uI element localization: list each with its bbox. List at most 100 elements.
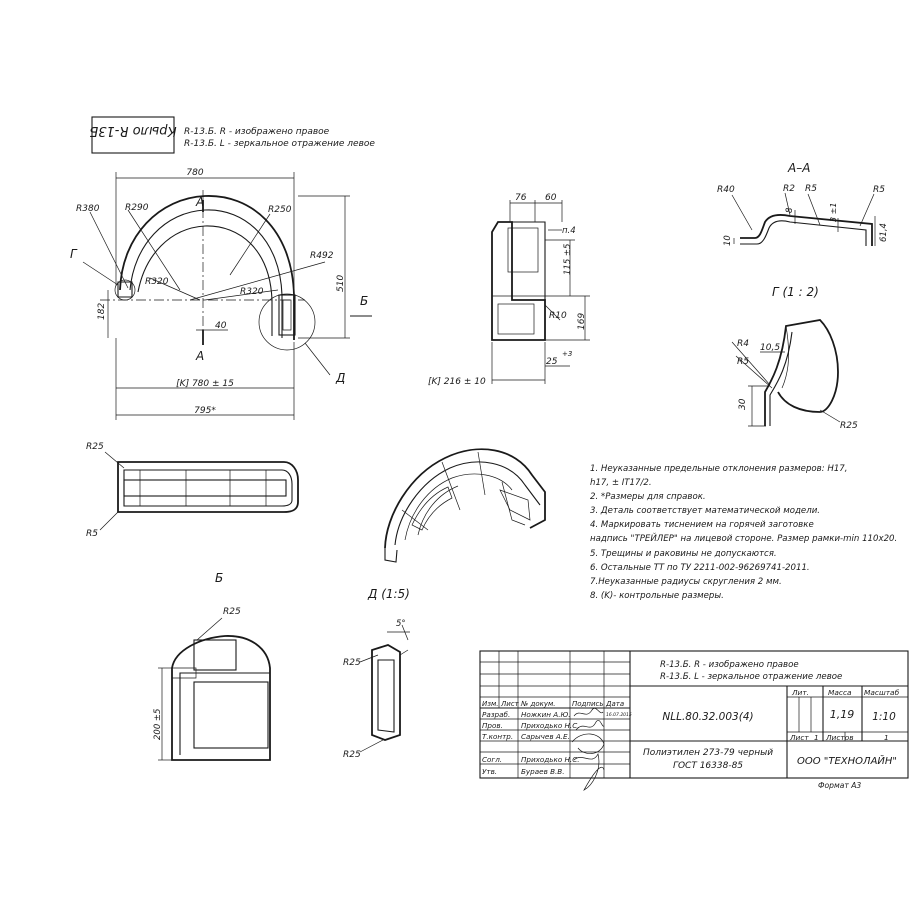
dim-182: 182 (97, 303, 107, 320)
tb-format: Формат А3 (818, 781, 861, 790)
tb-mass: 1,19 (830, 708, 855, 721)
label-b: Б (360, 294, 368, 308)
tb-sheet-num: 1 (814, 733, 819, 742)
dim-76: 76 (515, 193, 527, 203)
dim-60: 60 (545, 193, 557, 203)
view-b: Б R25 200 ±5 (153, 571, 271, 761)
dim-r290: R290 (125, 203, 149, 213)
dim-b-r25: R25 (223, 607, 241, 617)
tb-mass-label: Масса (828, 688, 852, 697)
tb-sheets-label: Листов (825, 733, 854, 742)
title-block: R-13.Б. R - изображено правое R-13.Б. L … (479, 650, 909, 791)
top-view: R25 R5 (86, 442, 299, 539)
tb-scale-label: Масштаб (864, 688, 900, 697)
dim-25-tol: +3 (562, 350, 572, 358)
section-aa-title: A–A (787, 161, 810, 175)
dim-g-r25: R25 (840, 421, 858, 431)
label-a-top: A (195, 195, 204, 209)
dim-8: 8 (785, 207, 795, 213)
tb-col-sign: Подпись (572, 700, 604, 708)
tb-lit-label: Лит. (791, 688, 809, 697)
tb-date: 16.07.2015 (606, 712, 632, 718)
tb-name-3: Сарычев А.Е. (521, 732, 570, 741)
main-view: 780 R380 R290 R250 R492 R320 R320 510 18… (70, 168, 372, 420)
dim-k-780: [K] 780 ± 15 (176, 379, 234, 389)
tb-material-1: Полиэтилен 273-79 черный (643, 748, 773, 758)
dim-d-5: 5° (396, 619, 406, 629)
dim-25: 25 (546, 357, 558, 367)
tb-col-list: Лист (500, 700, 520, 708)
dim-r380: R380 (76, 204, 100, 214)
tb-role-6: Утв. (482, 767, 497, 776)
note-4: 3. Деталь соответствует математической м… (590, 506, 820, 516)
tb-role-1: Разраб. (482, 710, 510, 719)
signature-2 (575, 720, 605, 731)
section-aa: A–A R40 R2 R5 R5 8 3 ±1 10 61,4 (717, 161, 889, 246)
dim-115: 115 ±5 (563, 244, 573, 275)
tb-role-3: Т.контр. (482, 732, 513, 741)
side-view: 76 60 п.4 115 ±5 R10 169 25 +3 [K] 216 ±… (428, 193, 590, 387)
dim-g-r4: R4 (737, 339, 749, 349)
tb-doc-number: NLL.80.32.003(4) (662, 711, 753, 723)
dim-d-r25-a: R25 (343, 658, 361, 668)
tb-sheets-num: 1 (884, 733, 889, 742)
signature-3 (571, 733, 605, 754)
header-note-2: R-13.Б. L - зеркальное отражение левое (184, 139, 375, 149)
technical-notes: 1. Неуказанные предельные отклонения раз… (590, 464, 897, 601)
dim-61-4: 61,4 (879, 223, 889, 242)
stamp-title: Крыло R-13Б (89, 123, 176, 138)
tb-col-date: Дата (605, 700, 624, 708)
note-7: 5. Трещины и раковины не допускаются. (590, 549, 777, 559)
view-b-title: Б (215, 571, 223, 585)
dim-g-30: 30 (738, 398, 748, 410)
note-3: 2. *Размеры для справок. (590, 492, 706, 502)
signature-4 (573, 752, 605, 791)
dim-r5-a: R5 (805, 184, 817, 194)
dim-g-10-5: 10,5 (760, 343, 780, 353)
tb-role-2: Пров. (482, 721, 503, 730)
tb-company: ООО "ТЕХНОЛАЙН" (797, 754, 897, 767)
note-9: 7.Неуказанные радиусы скругления 2 мм. (590, 577, 782, 587)
dim-d-r25-b: R25 (343, 750, 361, 760)
dim-g-r5: R5 (737, 357, 749, 367)
dim-40: 40 (215, 321, 227, 331)
tb-name-1: Ножкин А.Ю. (521, 710, 571, 719)
dim-780-top: 780 (186, 168, 203, 178)
isometric-view (384, 448, 546, 563)
dim-n4: п.4 (562, 226, 576, 236)
tb-col-izm: Изм. (482, 700, 498, 708)
tb-note-2: R-13.Б. L - зеркальное отражение левое (660, 672, 842, 682)
tb-material-2: ГОСТ 16338-85 (673, 761, 743, 771)
tb-sheet-label: Лист (789, 733, 809, 742)
note-5: 4. Маркировать тиснением на горячей заго… (590, 520, 814, 530)
view-d: Д (1:5) 5° R25 R25 (343, 587, 410, 760)
tb-note-1: R-13.Б. R - изображено правое (660, 660, 799, 670)
dim-510: 510 (336, 275, 346, 292)
signature-1 (573, 707, 604, 717)
dim-r10: R10 (549, 311, 567, 321)
tb-col-doc: № докум. (520, 700, 556, 708)
note-6: надпись "ТРЕЙЛЕР" на лицевой стороне. Ра… (590, 532, 897, 544)
dim-r320-b: R320 (240, 287, 264, 297)
detail-g: Г (1 : 2) R4 R5 10,5 30 R25 (731, 285, 858, 431)
tb-role-5: Согл. (482, 755, 502, 764)
dim-10: 10 (723, 235, 733, 246)
stamp-block: Крыло R-13Б (89, 116, 177, 154)
note-2: h17, ± IT17/2. (590, 478, 652, 488)
dim-k-216: [K] 216 ± 10 (428, 377, 486, 387)
dim-top-r25: R25 (86, 442, 104, 452)
tb-scale: 1:10 (872, 711, 896, 723)
dim-r5-b: R5 (873, 185, 885, 195)
dim-795: 795* (194, 406, 216, 416)
dim-top-r5: R5 (86, 529, 98, 539)
tb-name-6: Бураев В.В. (521, 767, 565, 776)
note-10: 8. (K)- контрольные размеры. (590, 591, 724, 601)
dim-r2: R2 (783, 184, 795, 194)
dim-r320-a: R320 (145, 277, 169, 287)
label-g: Г (70, 247, 78, 261)
note-8: 6. Остальные ТТ по ТУ 2211-002-96269741-… (590, 563, 810, 573)
detail-g-title: Г (1 : 2) (772, 285, 819, 299)
dim-b-200: 200 ±5 (153, 709, 163, 740)
tb-name-2: Приходько Н.С. (521, 721, 580, 730)
